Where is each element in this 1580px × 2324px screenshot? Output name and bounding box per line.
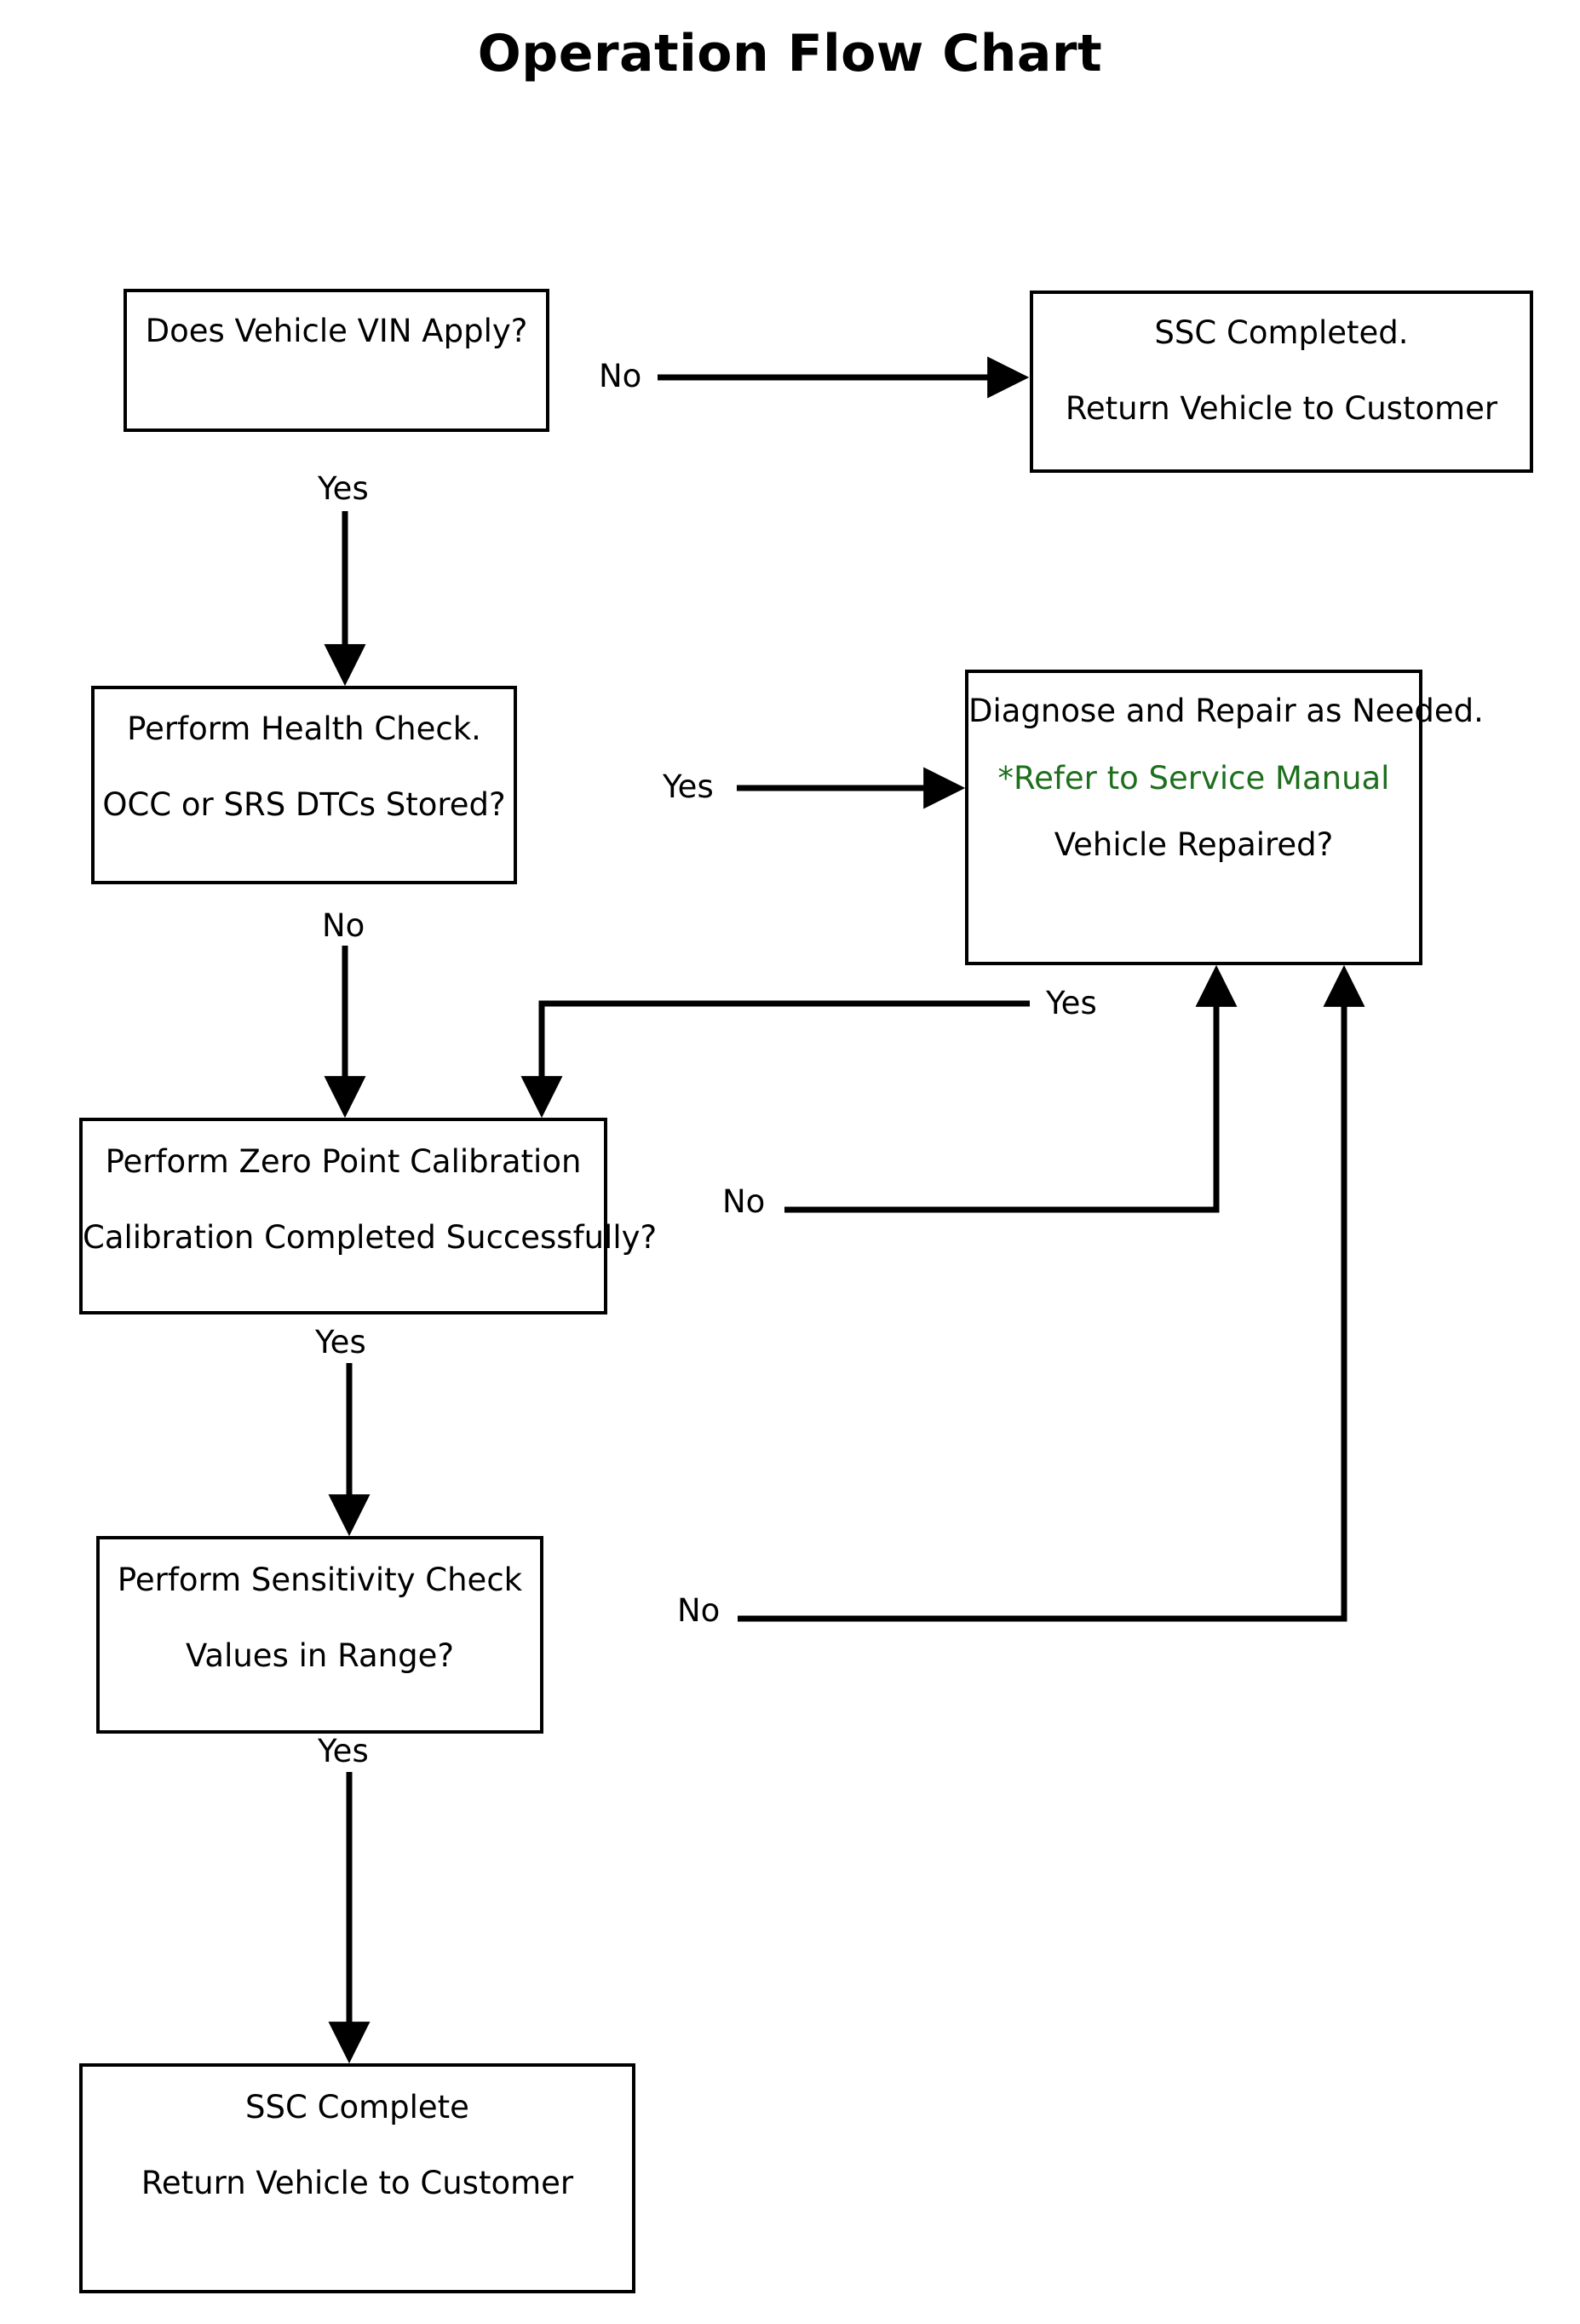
edge-label-diagnose-yes: Yes	[1046, 985, 1097, 1021]
edge-label-calibration-no: No	[722, 1183, 766, 1220]
node-text-line: Return Vehicle to Customer	[141, 2164, 574, 2201]
edge-label-sensitivity-no: No	[677, 1592, 721, 1629]
node-text-line: Perform Sensitivity Check	[117, 1562, 523, 1598]
node-perform-zero-point-calibration[interactable]: Perform Zero Point Calibration Calibrati…	[79, 1118, 658, 1314]
edge-label-sensitivity-yes: Yes	[318, 1733, 369, 1769]
node-text-line: Return Vehicle to Customer	[1065, 389, 1498, 427]
node-text-line: Values in Range?	[185, 1637, 455, 1674]
node-diagnose-and-repair[interactable]: Diagnose and Repair as Needed. *Refer to…	[965, 670, 1484, 965]
node-text-line: SSC Complete	[245, 2089, 469, 2126]
node-text-line: Vehicle Repaired?	[1054, 826, 1334, 864]
node-text-line: Perform Zero Point Calibration	[105, 1143, 582, 1180]
node-text-line: SSC Completed.	[1154, 314, 1409, 351]
node-text-line: Does Vehicle VIN Apply?	[145, 313, 528, 349]
edge-diagnose-yes	[520, 1000, 1030, 1119]
page-title: Operation Flow Chart	[477, 24, 1103, 83]
node-text-line: Calibration Completed Successfully?	[83, 1218, 658, 1256]
edge-label-vin-no: No	[599, 358, 642, 394]
node-perform-health-check[interactable]: Perform Health Check. OCC or SRS DTCs St…	[91, 686, 517, 884]
node-perform-sensitivity-check[interactable]: Perform Sensitivity Check Values in Rang…	[96, 1536, 543, 1734]
node-text-line-service-manual-note: *Refer to Service Manual	[997, 759, 1390, 797]
node-text-line: Diagnose and Repair as Needed.	[968, 693, 1484, 729]
edge-sensitivity-no	[738, 964, 1365, 1622]
node-text-line: Perform Health Check.	[127, 710, 481, 747]
node-does-vehicle-vin-apply[interactable]: Does Vehicle VIN Apply?	[124, 289, 549, 432]
node-ssc-completed[interactable]: SSC Completed. Return Vehicle to Custome…	[1030, 290, 1533, 473]
edge-label-vin-yes: Yes	[318, 470, 369, 507]
edge-calibration-no	[784, 964, 1238, 1213]
edge-label-calibration-yes: Yes	[315, 1324, 366, 1360]
node-ssc-complete[interactable]: SSC Complete Return Vehicle to Customer	[79, 2063, 635, 2293]
edge-label-health-yes: Yes	[663, 768, 714, 805]
edge-label-health-no: No	[322, 907, 365, 944]
node-text-line: OCC or SRS DTCs Stored?	[102, 785, 506, 823]
